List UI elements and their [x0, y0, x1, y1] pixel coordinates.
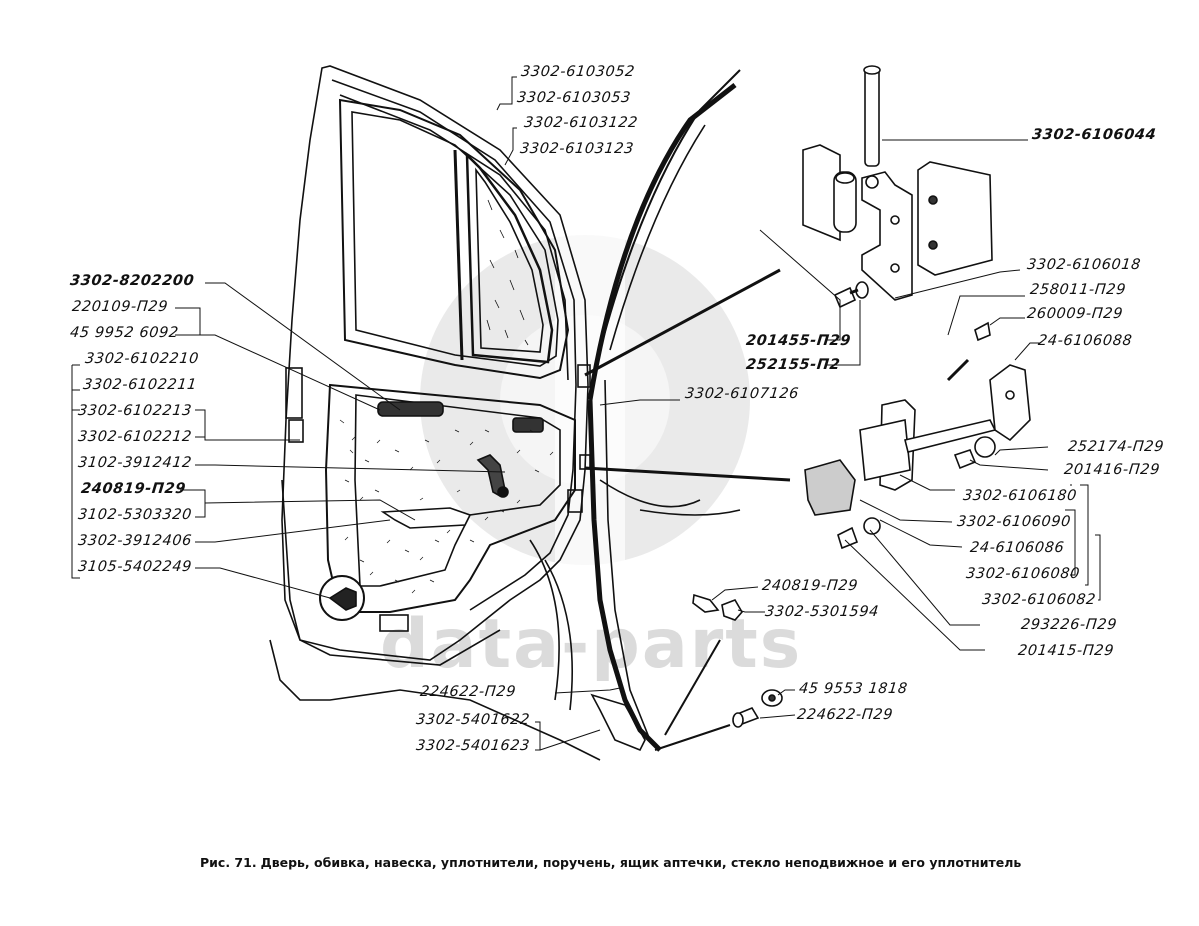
- label-bolt-hinge: 201455-П29: [745, 333, 852, 349]
- label-glass-top-2: 3302-6103053: [516, 90, 632, 106]
- label-clip-2: 3302-5301594: [764, 604, 880, 620]
- label-screw-sill-2: 224622-П29: [796, 707, 894, 723]
- door-trim-panel: [319, 383, 576, 632]
- label-trim-2: 3302-6102211: [82, 377, 198, 393]
- label-screw-sill: 224622-П29: [419, 684, 517, 700]
- label-handrail: 3302-8202200: [69, 273, 196, 289]
- label-hinge-lower: 24-6106088: [1037, 333, 1134, 349]
- label-glass-seal-1: 3302-6103122: [523, 115, 639, 131]
- label-check-arm: 24-6106086: [969, 540, 1066, 556]
- door-seal: [529, 69, 741, 752]
- label-trim-3: 3302-6102213: [77, 403, 193, 419]
- label-nut-sill: 45 9553 1818: [798, 681, 909, 697]
- label-glass-top-1: 3302-6103052: [520, 64, 636, 80]
- label-check-2: 3302-6106082: [981, 592, 1097, 608]
- caption-text: Дверь, обивка, навеска, уплотнители, пор…: [260, 855, 1022, 870]
- label-handle-window: 3102-3912412: [77, 455, 193, 471]
- label-hinge-upper: 3302-6106018: [1026, 257, 1142, 273]
- label-check-body: 3302-6106090: [956, 514, 1072, 530]
- label-armrest: 3102-5303320: [77, 507, 193, 523]
- label-first-aid-box: 3302-3912406: [77, 533, 193, 549]
- label-check-1: 3302-6106080: [965, 566, 1081, 582]
- small-fasteners: [692, 593, 783, 728]
- leader-lines: [71, 76, 1101, 751]
- label-pin-hinge: 260009-П29: [1026, 306, 1124, 322]
- door-check-assembly: [804, 399, 997, 550]
- label-bolt-check: 201416-П29: [1063, 462, 1161, 478]
- label-screw-armrest: 240819-П29: [80, 481, 187, 497]
- label-check-assy: 3302-6106180: [962, 488, 1078, 504]
- hinge-assembly: [802, 65, 1031, 442]
- label-washer-check: 252174-П29: [1067, 439, 1165, 455]
- label-clip: 3105-5402249: [77, 559, 193, 575]
- label-hinge-pin: 3302-6106044: [1031, 127, 1158, 143]
- label-trim-1: 3302-6102210: [84, 351, 200, 367]
- label-washer-hinge: 258011-П29: [1029, 282, 1127, 298]
- label-plug-handrail: 45 9952 6092: [69, 325, 180, 341]
- label-screw-handrail: 220109-П29: [71, 299, 169, 315]
- label-washer-tooth: 293226-П29: [1020, 617, 1118, 633]
- caption-prefix: Рис. 71.: [200, 855, 257, 870]
- label-bolt-lower: 201415-П29: [1017, 643, 1115, 659]
- label-sill-2: 3302-5401623: [415, 738, 531, 754]
- label-glass-seal-2: 3302-6103123: [519, 141, 635, 157]
- label-washer-bolt: 252155-П2: [745, 357, 842, 373]
- label-trim-4: 3302-6102212: [77, 429, 193, 445]
- label-screw-clip: 240819-П29: [761, 578, 859, 594]
- label-sill-1: 3302-5401622: [415, 712, 531, 728]
- label-seal-door: 3302-6107126: [684, 386, 800, 402]
- figure-caption: Рис. 71. Дверь, обивка, навеска, уплотни…: [200, 855, 1021, 870]
